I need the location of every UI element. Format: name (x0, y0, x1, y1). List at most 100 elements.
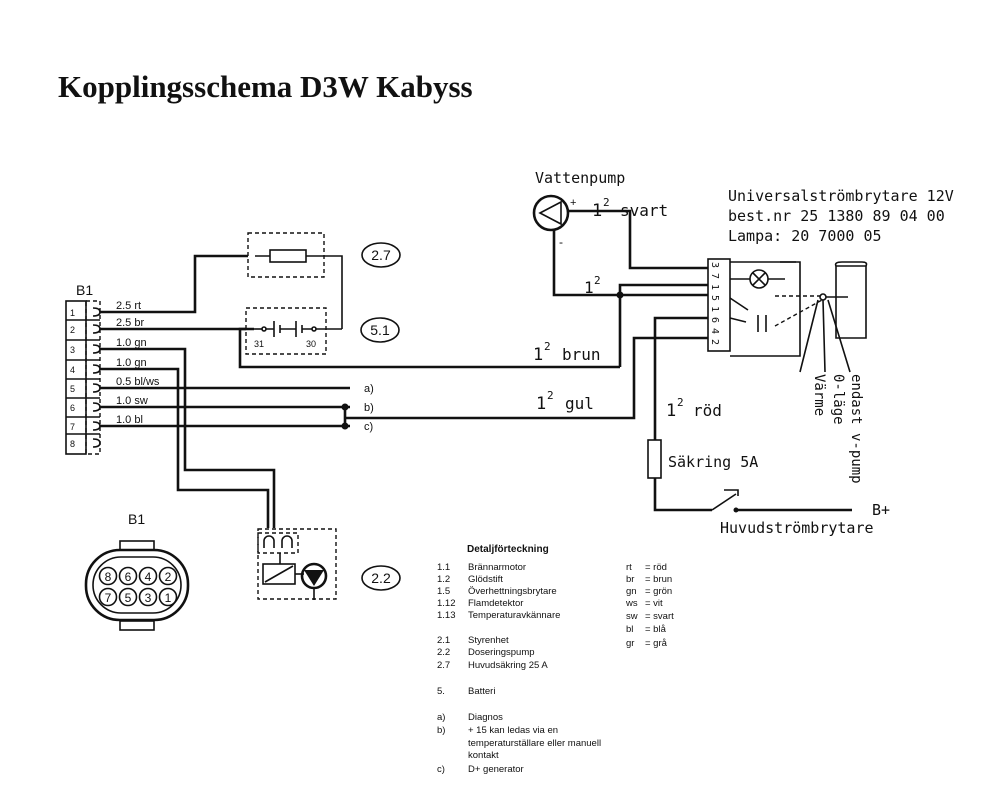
face-pin-number: 2 (165, 570, 172, 584)
connector-wires (100, 254, 350, 528)
gul-wire-label: 1 2 gul (536, 389, 594, 414)
svart-wire-label: 1 2 svart (592, 196, 668, 221)
legend-item-number: 1.13 (437, 610, 456, 621)
legend-item-number: 2.2 (437, 647, 450, 658)
svg-text:5.1: 5.1 (370, 322, 390, 338)
svg-text:gul: gul (565, 394, 594, 413)
color-code: gn (626, 586, 637, 597)
switch-part-number: best.nr 25 1380 89 04 00 (728, 207, 945, 225)
ref-badge-2-2: 2.2 (361, 565, 401, 591)
water-pump: Vattenpump + - (532, 169, 708, 297)
legend-item-text: D+ generator (468, 764, 524, 775)
legend-item-number: 2.7 (437, 660, 450, 671)
battery-minus-terminal: 31 (254, 339, 264, 349)
connector-wire-label: 1.0 gn (116, 337, 147, 349)
svg-text:2.7: 2.7 (371, 247, 391, 263)
b1-face-label: B1 (128, 511, 145, 527)
face-pin-number: 1 (165, 591, 172, 605)
page-title: Kopplingsschema D3W Kabyss (58, 69, 473, 104)
legend-item-text: Huvudsäkring 25 A (468, 660, 548, 671)
connector-pin-number: 8 (70, 439, 75, 449)
fuse-5a-label: Säkring 5A (668, 453, 758, 471)
color-code: gr (626, 638, 634, 649)
svg-text:svart: svart (620, 201, 668, 220)
switch-terminal-number: 2 (709, 339, 720, 345)
pump-minus-label: - (559, 235, 563, 249)
legend-item-number: 1.2 (437, 574, 450, 585)
legend-item-number: b) (437, 725, 445, 736)
connector-pin-number: 6 (70, 403, 75, 413)
svg-text:brun: brun (562, 345, 601, 364)
switch-terminal-number: 1 (709, 284, 720, 290)
color-name: = vit (645, 598, 663, 609)
svg-text:2: 2 (603, 196, 610, 209)
color-name: = svart (645, 611, 674, 622)
switch-lamp: Lampa: 20 7000 05 (728, 227, 882, 245)
svg-text:1: 1 (536, 394, 546, 414)
color-name: = grön (645, 586, 672, 597)
brun-wire-label: 1 2 brun (533, 340, 601, 365)
legend-item-text: Doseringspump (468, 647, 535, 658)
color-name: = brun (645, 574, 672, 585)
legend-item-text: Styrenhet (468, 635, 509, 646)
legend-item-text: Glödstift (468, 574, 503, 585)
switch-terminal-number: 1 (709, 306, 720, 312)
rod-wire-label: 1 2 röd (666, 396, 722, 421)
svg-text:2: 2 (594, 274, 601, 287)
connector-wire-label: 1.0 gn (116, 357, 147, 369)
legend-item-text: temperaturställare eller manuell (468, 738, 601, 749)
legend-item-text: Diagnos (468, 712, 503, 723)
legend-item-number: 1.12 (437, 598, 456, 609)
gul-wire (341, 336, 708, 430)
connector-pin-number: 3 (70, 345, 75, 355)
connector-wire-label: 1.0 bl (116, 414, 143, 426)
battery-plus-terminal: 30 (306, 339, 316, 349)
connector-pin-number: 1 (70, 308, 75, 318)
color-code: ws (625, 598, 638, 609)
brun-wire (616, 283, 708, 367)
position-0-lage: 0-läge (830, 374, 846, 425)
connector-pin-number: 7 (70, 422, 75, 432)
color-code: rt (626, 562, 632, 573)
svg-text:1: 1 (533, 345, 543, 365)
dosing-pump (257, 528, 337, 600)
connector-wire-label: 1.0 sw (116, 395, 148, 407)
switch-terminal-number: 7 (709, 273, 720, 279)
color-code: br (626, 574, 634, 585)
main-fuse-box (247, 232, 343, 329)
legend-item-text: kontakt (468, 750, 499, 761)
svg-text:2: 2 (677, 396, 684, 409)
legend-item-text: Brännarmotor (468, 562, 526, 573)
face-pin-number: 7 (105, 591, 112, 605)
main-switch-label: Huvudströmbrytare (720, 519, 874, 537)
legend-item-number: 1.1 (437, 562, 450, 573)
switch-title: Universalströmbrytare 12V (728, 187, 954, 205)
svg-text:röd: röd (693, 401, 722, 420)
face-pin-number: 5 (125, 591, 132, 605)
ref-badge-5-1: 5.1 (360, 317, 400, 343)
connector-pin-number: 4 (70, 365, 75, 375)
face-pin-number: 3 (145, 591, 152, 605)
connector-wire-label: 0.5 bl/ws (116, 376, 160, 388)
face-pin-number: 6 (125, 570, 132, 584)
connector-wire-label: 2.5 br (116, 317, 144, 329)
legend-item-number: 5. (437, 686, 445, 697)
legend-item-text: + 15 kan ledas via en (468, 725, 558, 736)
note-c-label: c) (364, 421, 373, 433)
color-code: sw (626, 611, 638, 622)
pump-return-wire-label: 1 2 (584, 274, 601, 297)
switch-terminal-number: 3 (709, 262, 720, 268)
rod-wire (647, 316, 852, 513)
legend-item-number: 2.1 (437, 635, 450, 646)
connector-pin-number: 5 (70, 384, 75, 394)
note-a-label: a) (364, 383, 374, 395)
face-pin-number: 4 (145, 570, 152, 584)
color-code: bl (626, 624, 633, 635)
battery-box: 31 30 (238, 307, 620, 369)
legend-item-number: c) (437, 764, 445, 775)
color-name: = röd (645, 562, 667, 573)
face-pin-number: 8 (105, 570, 112, 584)
b1-label: B1 (76, 282, 93, 298)
